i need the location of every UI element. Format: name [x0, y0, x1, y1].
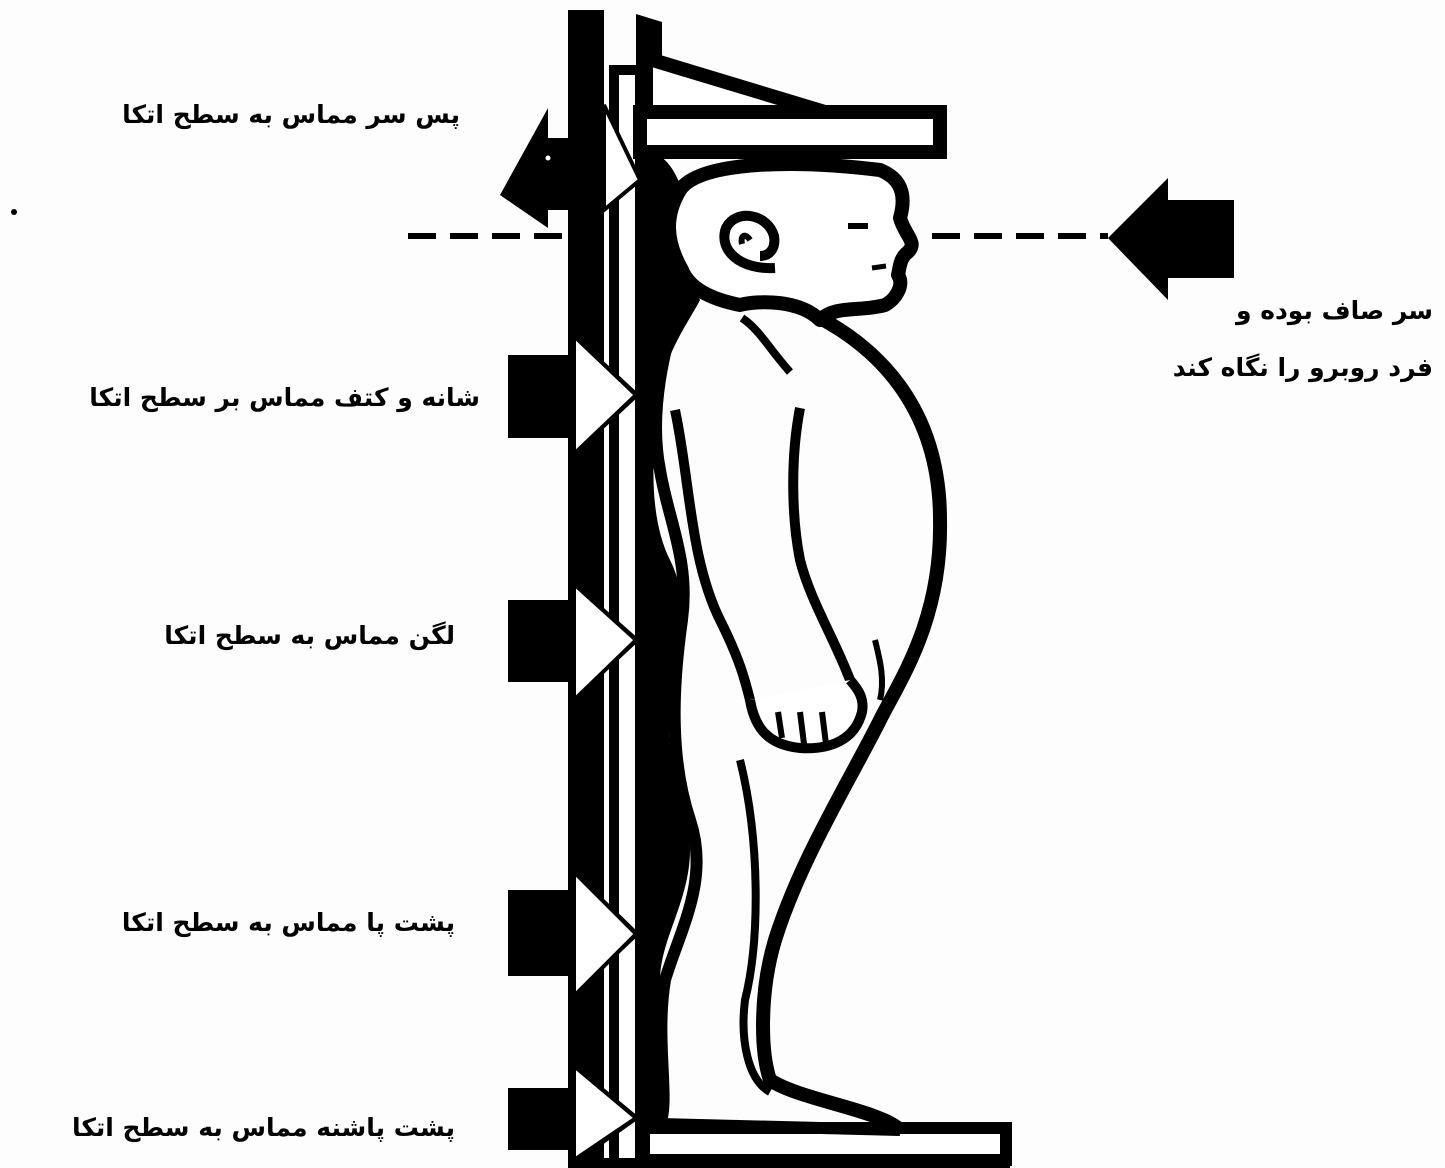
- label-heel: پشت پاشنه مماس به سطح اتکا: [72, 1115, 455, 1140]
- label-pelvis: لگن مماس به سطح اتکا: [164, 623, 455, 648]
- person-outline: [640, 150, 940, 1130]
- label-calf: پشت پا مماس به سطح اتکا: [122, 910, 455, 935]
- arm: [675, 410, 750, 700]
- label-gaze-line1: سر صاف بوده و: [1236, 298, 1433, 323]
- hand: [750, 680, 863, 748]
- label-head-back: پس سر مماس به سطح اتکا: [122, 102, 460, 127]
- headpiece-bar: [640, 112, 940, 152]
- head: [669, 164, 912, 320]
- label-shoulder: شانه و کتف مماس بر سطح اتکا: [89, 385, 480, 410]
- gaze-arrow-icon: [1108, 178, 1234, 300]
- stadiometer-inner-board: [614, 70, 640, 1168]
- label-gaze-line2: فرد روبرو را نگاه کند: [1173, 355, 1433, 380]
